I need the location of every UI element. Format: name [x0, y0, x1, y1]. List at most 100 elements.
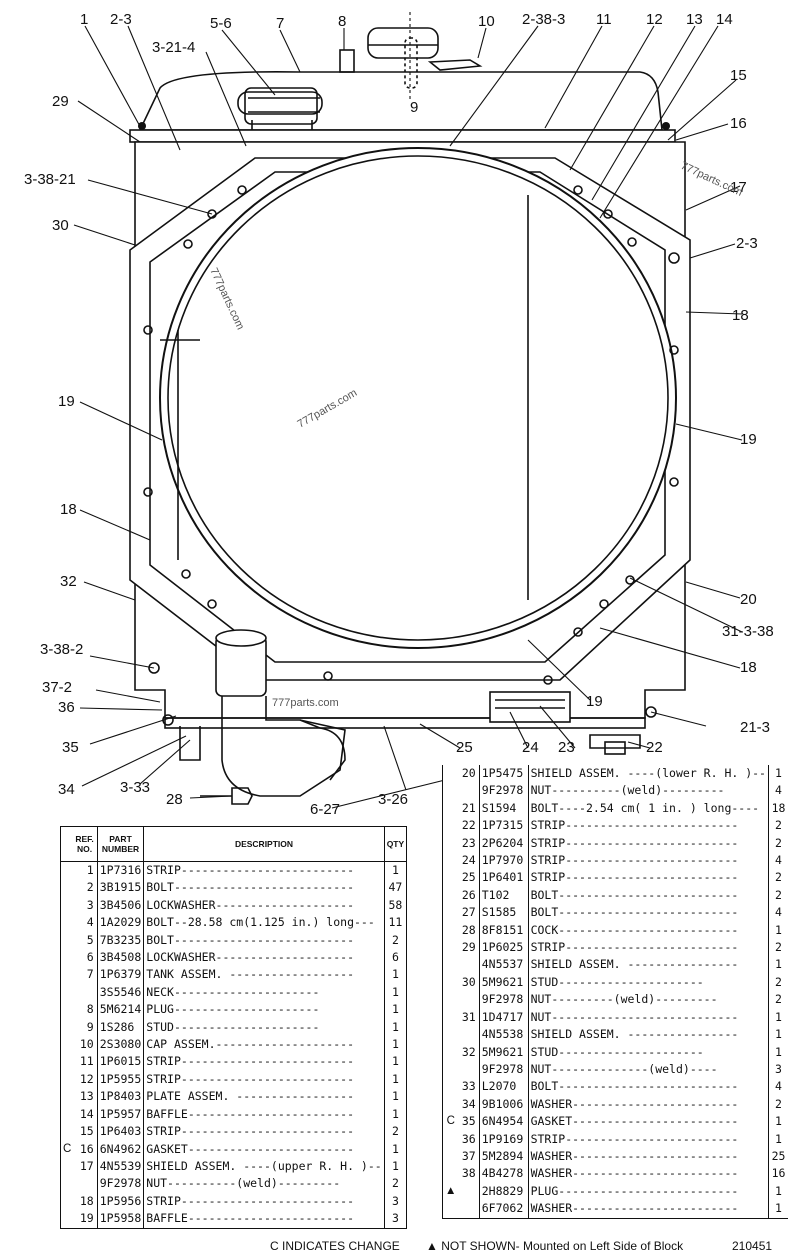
fan-opening — [159, 147, 677, 649]
part-number: 3B4506 — [97, 896, 145, 915]
part-description: NUT---------(weld)--------- — [528, 991, 769, 1009]
callout-32: 32 — [60, 573, 77, 590]
ref-number — [458, 1060, 480, 1079]
part-description: STRIP------------------------- — [143, 1070, 385, 1089]
part-number: 6F7062 — [479, 1200, 529, 1219]
part-description: SHIELD ASSEM. ---------------- — [528, 956, 769, 974]
quantity: 47 — [388, 880, 403, 895]
ref-number — [458, 1182, 480, 1201]
change-mark — [61, 984, 74, 1001]
quantity: 1 — [391, 1141, 399, 1156]
part-number: 8F8151 — [479, 921, 529, 940]
ref-number: 5 — [73, 931, 98, 950]
ref-number — [458, 782, 480, 800]
part-number: 4N5538 — [479, 1026, 529, 1044]
ref-number: 2 — [73, 879, 98, 897]
part-description: NUT--------------(weld)---- — [528, 1060, 769, 1079]
change-mark — [61, 1001, 74, 1018]
ref-no-header: REF. NO. — [73, 826, 98, 862]
part-description: BOLT-------------------------- — [528, 1078, 769, 1096]
callout-23: 23 — [558, 739, 575, 756]
change-mark — [443, 1096, 459, 1113]
callout-10: 10 — [478, 13, 495, 30]
part-description: BOLT----2.54 cm( 1 in. ) long---- — [528, 799, 769, 818]
part-description: PLATE ASSEM. ----------------- — [143, 1088, 385, 1106]
quantity: 1 — [391, 1089, 399, 1104]
change-mark — [443, 974, 459, 991]
callout-17: 17 — [730, 179, 747, 196]
callout-18-left: 18 — [60, 501, 77, 518]
part-description: STUD--------------------- — [528, 973, 769, 992]
part-number: 3B4508 — [97, 949, 145, 967]
part-number: 2H8829 — [479, 1182, 529, 1201]
quantity: 1 — [391, 863, 399, 877]
quantity: 16 — [771, 1166, 786, 1181]
part-number: L2070 — [479, 1078, 529, 1096]
quantity: 25 — [771, 1148, 786, 1163]
quantity: 4 — [775, 783, 782, 798]
callout-5-6: 5-6 — [210, 15, 232, 32]
ref-number: 7 — [73, 966, 98, 984]
part-number: 9F2978 — [479, 1060, 529, 1079]
part-description: BAFFLE------------------------ — [143, 1210, 385, 1229]
change-mark — [443, 1078, 459, 1095]
callout-22: 22 — [646, 739, 663, 756]
part-number: 1P6015 — [97, 1053, 145, 1071]
change-mark — [443, 956, 459, 973]
parts-row: 3S5546 NECK---------------------1 — [61, 983, 407, 1002]
quantity: 2 — [775, 974, 782, 989]
part-number: 1P6025 — [479, 939, 529, 957]
ref-number: 38 — [458, 1165, 480, 1183]
ref-number: 25 — [458, 869, 480, 887]
quantity: 6 — [391, 950, 399, 965]
callout-3-38-2: 3-38-2 — [40, 641, 83, 658]
top-strip — [129, 129, 676, 143]
ref-number — [458, 991, 480, 1009]
change-mark — [443, 869, 459, 886]
not-shown-note: ▲ NOT SHOWN- Mounted on Left Side of Blo… — [426, 1239, 684, 1253]
change-mark — [443, 1009, 459, 1026]
callout-29: 29 — [52, 93, 69, 110]
part-number: T102 — [479, 886, 529, 905]
callout-37-2: 37-2 — [42, 679, 72, 696]
quantity: 3 — [391, 1211, 399, 1226]
change-mark — [443, 1061, 459, 1078]
part-number: 9B1006 — [479, 1095, 529, 1114]
quantity: 1 — [391, 1019, 399, 1034]
part-description: BOLT-------------------------- — [143, 879, 385, 897]
ref-number: 32 — [458, 1043, 480, 1061]
quantity: 58 — [388, 897, 403, 912]
parts-row: 9F2978 NUT----------(weld)---------2 — [61, 1175, 407, 1193]
ref-number: 10 — [73, 1036, 98, 1054]
quantity: 3 — [775, 1061, 782, 1076]
ref-number — [458, 1026, 480, 1044]
quantity: 1 — [391, 1158, 399, 1173]
part-description: BOLT-------------------------- — [143, 931, 385, 950]
part-number: 6N4962 — [97, 1140, 145, 1158]
part-number: S1585 — [479, 904, 529, 922]
ref-number: 24 — [458, 852, 480, 870]
ref-number: 12 — [73, 1070, 98, 1089]
change-mark — [61, 879, 74, 896]
change-mark — [61, 949, 74, 966]
part-description: STRIP------------------------- — [143, 1123, 385, 1141]
part-description: STRIP------------------------- — [528, 1130, 769, 1148]
change-mark — [443, 765, 459, 782]
part-description: STRIP------------------------- — [528, 834, 769, 853]
callout-2-3-top: 2-3 — [110, 11, 132, 28]
part-description: PLUG--------------------- — [143, 1001, 385, 1019]
part-number: 1P6379 — [97, 966, 145, 984]
quantity: 4 — [775, 905, 782, 920]
callout-24: 24 — [522, 739, 539, 756]
drain-cock — [231, 787, 253, 805]
quantity: 1 — [391, 1054, 399, 1069]
